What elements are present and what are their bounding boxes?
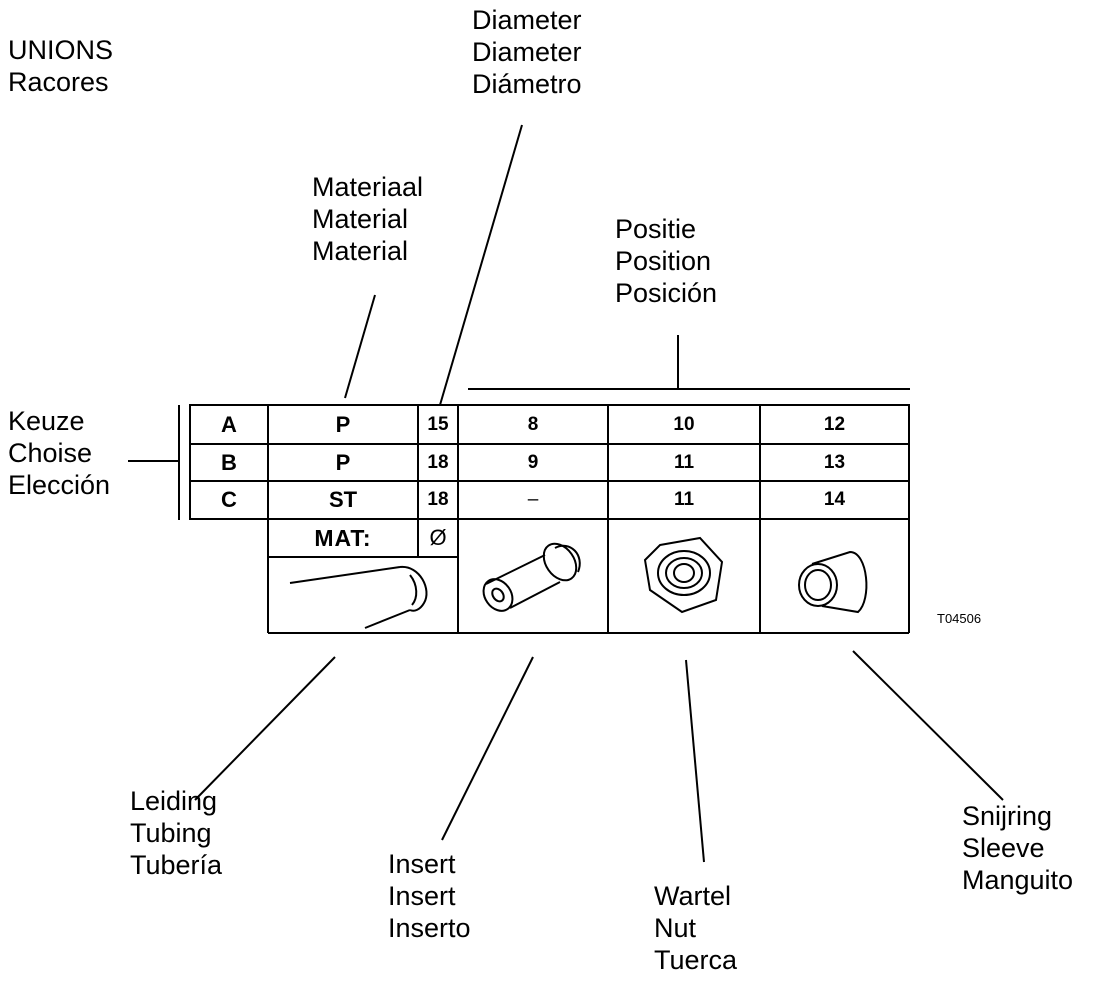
diameter-symbol: Ø — [429, 525, 447, 550]
cell-nut-c: 11 — [673, 489, 695, 510]
cell-insert-c: – — [527, 489, 539, 510]
cell-material-a: P — [335, 411, 351, 437]
cell-nut-b: 11 — [673, 451, 695, 473]
cell-choice-a: A — [221, 411, 237, 437]
choice-label: Keuze Choise Elección — [8, 406, 111, 500]
sleeve-icon — [798, 550, 868, 614]
cell-sleeve-b: 13 — [823, 451, 846, 473]
cell-choice-c: C — [221, 487, 237, 512]
material-leader — [344, 294, 376, 399]
sleeve-leader — [852, 650, 1004, 801]
title: UNIONS Racores — [8, 35, 114, 97]
cell-insert-a: 8 — [527, 413, 539, 435]
cell-insert-b: 9 — [527, 451, 539, 473]
tubing-leader — [194, 656, 336, 801]
cell-material-b: P — [335, 449, 351, 475]
table-outline — [189, 404, 910, 520]
cell-sleeve-a: 12 — [823, 413, 846, 435]
cell-choice-b: B — [221, 449, 237, 475]
sleeve-label: Snijring Sleeve Manguito — [962, 801, 1074, 895]
position-label: Positie Position Posición — [615, 214, 718, 308]
cell-nut-a: 10 — [673, 413, 695, 435]
cell-sleeve-c: 14 — [823, 489, 846, 510]
diameter-label: Diameter Diameter Diámetro — [472, 5, 582, 99]
tubing-icon — [289, 565, 428, 629]
insert-leader — [441, 656, 534, 841]
material-label: Materiaal Material Material — [312, 172, 424, 266]
insert-icon — [482, 542, 581, 612]
diameter-leader — [439, 124, 523, 406]
insert-label: Insert Insert Inserto — [388, 849, 471, 943]
cell-diameter-a: 15 — [427, 413, 449, 435]
nut-icon — [643, 536, 724, 614]
figure-code: T04506 — [937, 611, 982, 626]
nut-leader — [685, 659, 705, 863]
tubing-label: Leiding Tubing Tubería — [130, 786, 223, 880]
cell-diameter-c: 18 — [427, 489, 449, 510]
cell-diameter-b: 18 — [427, 451, 449, 473]
cell-material-c: ST — [328, 487, 358, 512]
nut-label: Wartel Nut Tuerca — [654, 881, 738, 975]
mat-label: MAT: — [314, 524, 372, 551]
